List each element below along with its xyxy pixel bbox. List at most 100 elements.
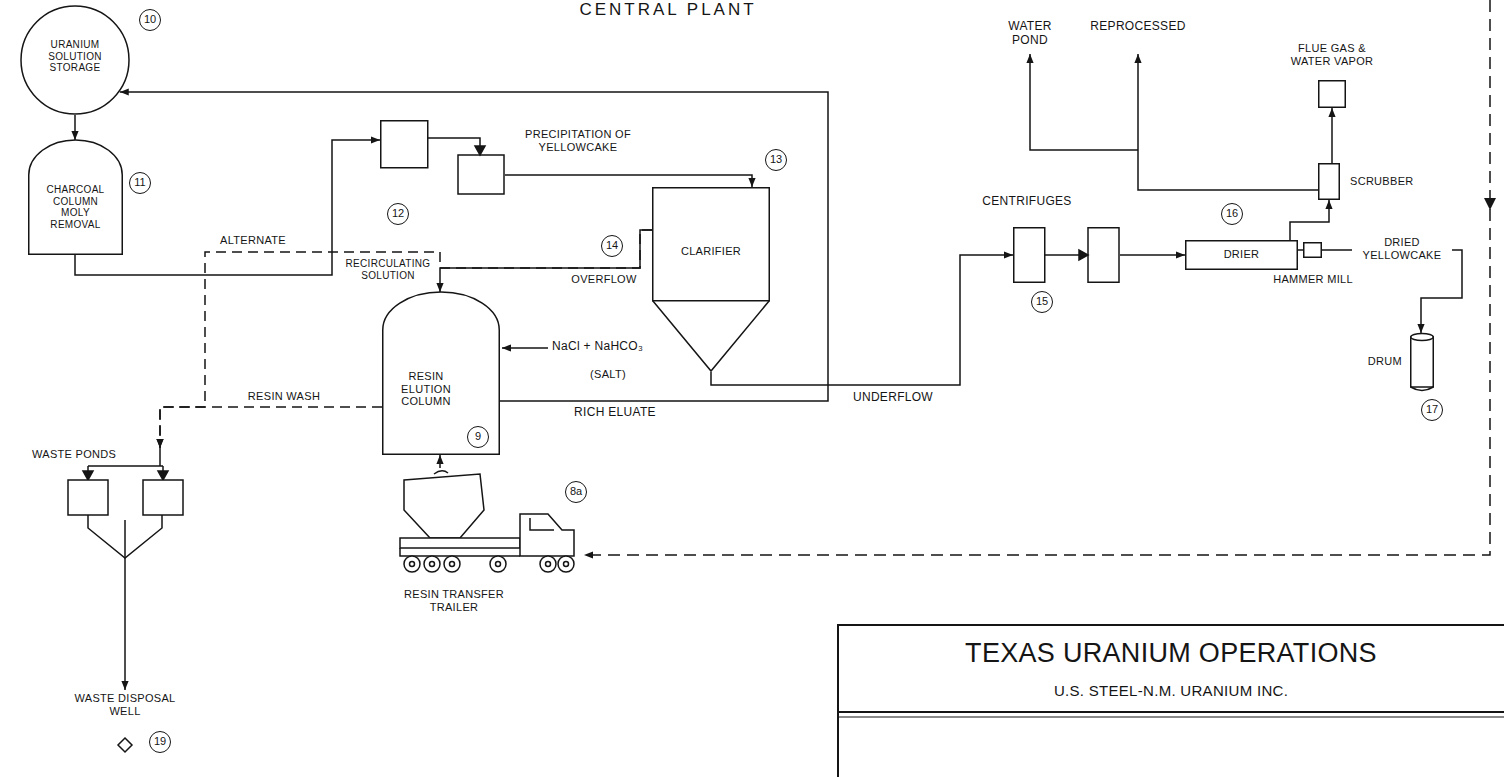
well-symbol: [118, 738, 132, 752]
callout-number: 10: [139, 9, 161, 31]
callout-number: 19: [149, 731, 171, 753]
node-label: DRIER: [1185, 248, 1298, 261]
wheel: [490, 556, 506, 572]
clarifier: CLARIFIER: [652, 187, 770, 372]
flow-label: RICH ELUATE: [560, 406, 670, 420]
flow-label: ALTERNATE: [212, 234, 294, 247]
truck-cab: [520, 514, 574, 556]
flue-gas-stack: FLUE GAS & WATER VAPOR: [1318, 80, 1346, 108]
node-label: CLARIFIER: [661, 245, 761, 258]
shape-outline: [1013, 227, 1120, 283]
node-label: RESIN TRANSFER TRAILER: [398, 588, 510, 613]
trailer-hopper: [404, 474, 484, 538]
resin-return-line: [584, 0, 1490, 555]
flow-line: [124, 520, 126, 690]
clarifier-tank: [653, 188, 770, 301]
elution-column: RESIN ELUTION COLUMN: [382, 292, 500, 455]
node-label: WASTE DISPOSAL WELL: [70, 692, 180, 717]
flow-label: OVERFLOW: [568, 273, 640, 286]
node-label: SCRUBBER: [1350, 175, 1434, 188]
callout-number: 14: [601, 235, 623, 257]
diagram-title: CENTRAL PLANT: [468, 0, 868, 20]
transfer-line: [428, 138, 480, 146]
column-outline: [29, 140, 123, 254]
title-block-rule: [838, 716, 1504, 717]
flow-line: [1290, 200, 1329, 240]
disposal-well: WASTE DISPOSAL WELL: [40, 690, 185, 758]
flow-line: [439, 455, 441, 468]
title-block-border: [838, 625, 1504, 777]
node-label: RESIN ELUTION COLUMN: [390, 370, 462, 408]
wheel: [444, 556, 460, 572]
title-block-text: TEXAS URANIUM OPERATIONS: [838, 638, 1504, 669]
title-block-rule: [838, 711, 1504, 713]
centrifuges: CENTRIFUGES: [1013, 227, 1120, 283]
salt-feed-line: [502, 347, 548, 349]
shape-outline: [1303, 242, 1322, 258]
cab-window: [530, 518, 554, 530]
wheel: [558, 556, 574, 572]
callout-number: 13: [765, 149, 787, 171]
node-label: URANIUM SOLUTION STORAGE: [35, 39, 115, 74]
trailer-frame: [400, 538, 520, 548]
wheel-hub: [430, 562, 435, 567]
flow-arrowhead: [475, 146, 485, 155]
waste-ponds: WASTE PONDS: [30, 448, 185, 520]
callout-number: 15: [1031, 291, 1053, 313]
flow-arrowhead: [83, 471, 93, 480]
reprocessed-line: [1138, 54, 1318, 190]
drum: DRUM: [1410, 333, 1434, 391]
box-outline: [1319, 81, 1346, 108]
flow-arrowhead: [158, 471, 168, 480]
destination-label: REPROCESSED: [1088, 20, 1188, 34]
merge-line: [88, 515, 162, 558]
callout-number: 11: [129, 172, 151, 194]
flow-line: [74, 115, 76, 140]
shape-outline: [1318, 80, 1346, 108]
flow-line: [440, 230, 652, 292]
tank-outline: [21, 6, 129, 114]
box-outline: [1186, 241, 1298, 270]
callout-number: 16: [1221, 203, 1243, 225]
callout-number: 8a: [565, 481, 587, 503]
storage-tank: URANIUM SOLUTION STORAGE: [20, 5, 130, 115]
destination-label: WATER POND: [1000, 20, 1060, 48]
node-label: DRUM: [1344, 355, 1402, 368]
flow-line: [505, 175, 752, 187]
node-label: CENTRIFUGES: [971, 195, 1083, 209]
wheel-hub: [564, 562, 569, 567]
flow-label: DRIED YELLOWCAKE: [1352, 236, 1452, 261]
tank-box: [381, 121, 428, 168]
reagent-note: (SALT): [578, 368, 638, 381]
flow-line: [1322, 250, 1462, 333]
callout-number: 12: [387, 203, 409, 225]
flow-line: [1331, 108, 1333, 163]
flow-arrowhead: [1079, 250, 1088, 260]
wheel: [540, 556, 556, 572]
charcoal-column: CHARCOAL COLUMN MOLY REMOVAL: [28, 140, 123, 255]
wheel: [404, 556, 420, 572]
flow-line: [1298, 249, 1303, 251]
clarifier-cone: [653, 301, 770, 371]
pond-box: [68, 480, 108, 515]
trailer-bed: [400, 548, 520, 556]
drum-base: [1411, 387, 1434, 391]
flow-arrowhead: [1484, 198, 1496, 210]
wheel-hub: [496, 562, 501, 567]
drum-body: [1411, 337, 1434, 387]
flow-label: RESIN WASH: [238, 390, 330, 403]
shape-outline: [1410, 333, 1434, 391]
flow-note: RECIRCULATING SOLUTION: [340, 258, 436, 281]
water-pond-line: [1030, 54, 1138, 150]
reagent-note: NaCl + NaHCO₃: [552, 340, 702, 354]
shape-outline: [380, 120, 505, 195]
wheel: [424, 556, 440, 572]
hammer-mill: HAMMER MILL: [1303, 242, 1322, 258]
node-label: WASTE PONDS: [32, 448, 132, 461]
node-label: PRECIPITATION OF YELLOWCAKE: [522, 128, 634, 153]
drier: DRIER: [1185, 240, 1298, 270]
title-block-text: U.S. STEEL-N.M. URANIUM INC.: [838, 682, 1504, 699]
column-outline: [383, 292, 500, 454]
